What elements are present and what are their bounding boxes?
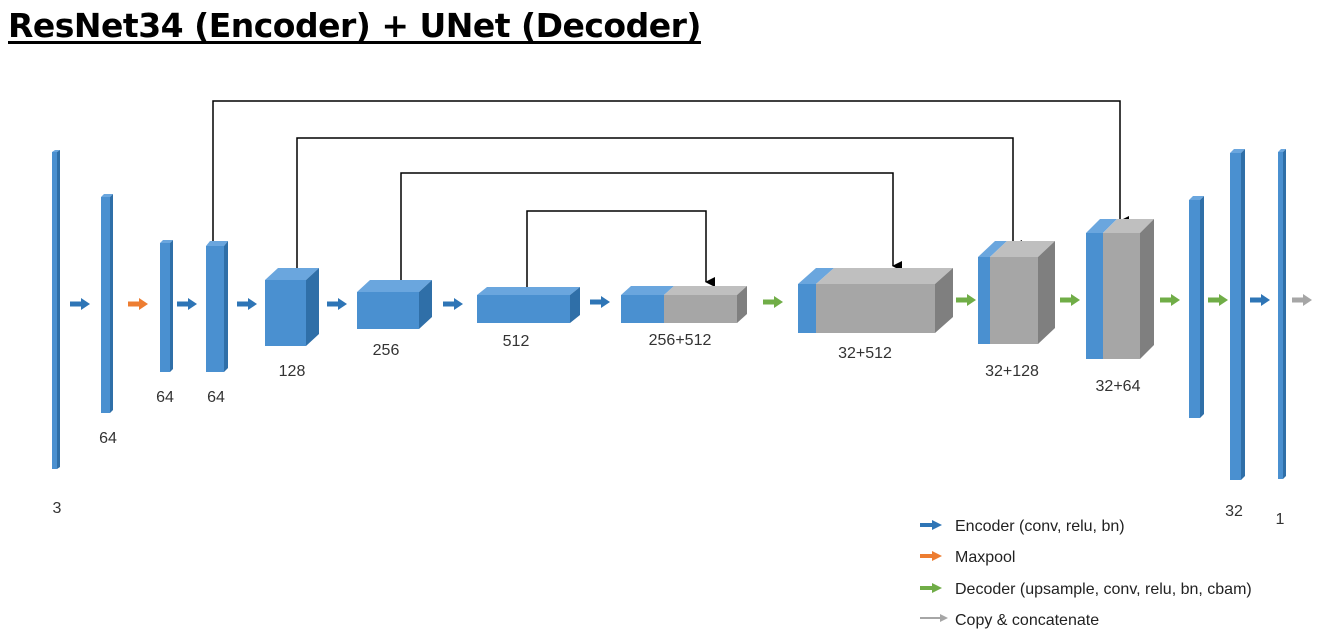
legend: Encoder (conv, relu, bn) Maxpool Decoder…: [920, 518, 1252, 629]
layer-label: 32+64: [1096, 378, 1141, 395]
layer-blocks: [52, 149, 1286, 480]
layer-block-pool: [160, 240, 173, 372]
skip-connection-4: [526, 210, 715, 287]
legend-label: Maxpool: [955, 549, 1015, 566]
layer-block-layer2: [265, 268, 319, 346]
layer-block-decoder4: [621, 286, 747, 323]
layer-label: 32: [1225, 503, 1243, 520]
encoder-arrow: [590, 296, 610, 308]
skip-connections: [212, 100, 1129, 287]
encoder-arrow: [237, 298, 257, 310]
layer-label: 512: [503, 333, 530, 350]
layer-block-layer3: [357, 280, 432, 329]
maxpool-arrow: [128, 298, 148, 310]
decoder-arrow: [763, 296, 783, 308]
layer-label: 64: [156, 389, 174, 406]
encoder-arrow: [443, 298, 463, 310]
layer-block-decoder2: [978, 241, 1055, 344]
layer-block-output: [1278, 149, 1286, 479]
copy-arrow: [1292, 294, 1312, 306]
skip-connection-2: [296, 137, 1022, 268]
skip-connection-3: [400, 172, 902, 280]
legend-item-copy: Copy & concatenate: [920, 612, 1099, 629]
legend-item-decoder: Decoder (upsample, conv, relu, bn, cbam): [920, 581, 1252, 598]
layer-label: 256: [373, 342, 400, 359]
legend-label: Decoder (upsample, conv, relu, bn, cbam): [955, 581, 1252, 598]
layer-block-decoder3: [798, 268, 953, 333]
layer-label: 32+512: [838, 345, 892, 362]
flow-arrows: [70, 294, 1312, 310]
decoder-arrow: [1060, 294, 1080, 306]
legend-item-encoder: Encoder (conv, relu, bn): [920, 518, 1125, 535]
legend-label: Copy & concatenate: [955, 612, 1099, 629]
encoder-arrow: [1250, 294, 1270, 306]
layer-label: 256+512: [649, 332, 712, 349]
legend-label: Encoder (conv, relu, bn): [955, 518, 1125, 535]
encoder-arrow: [327, 298, 347, 310]
legend-item-maxpool: Maxpool: [920, 549, 1015, 566]
decoder-arrow: [1208, 294, 1228, 306]
layer-block-final-32: [1230, 149, 1245, 480]
page-title: ResNet34 (Encoder) + UNet (Decoder): [8, 6, 701, 45]
encoder-arrow: [70, 298, 90, 310]
layer-block-conv1: [101, 194, 113, 413]
layer-block-layer4: [477, 287, 580, 323]
skip-connection-1: [212, 100, 1129, 243]
layer-label: 64: [207, 389, 225, 406]
decoder-arrow: [1160, 294, 1180, 306]
encoder-arrow: [177, 298, 197, 310]
layer-label: 128: [279, 363, 306, 380]
layer-block-decoder1: [1086, 219, 1154, 359]
decoder-arrow: [956, 294, 976, 306]
layer-labels: 3 64 64 64 128 256 512 256+512 32+512 32…: [53, 332, 1285, 528]
layer-block-layer1: [206, 241, 228, 372]
layer-label: 1: [1276, 511, 1285, 528]
layer-block-decoder0: [1189, 196, 1204, 418]
layer-label: 3: [53, 500, 62, 517]
layer-label: 32+128: [985, 363, 1039, 380]
layer-label: 64: [99, 430, 117, 447]
layer-block-input: [52, 150, 60, 469]
